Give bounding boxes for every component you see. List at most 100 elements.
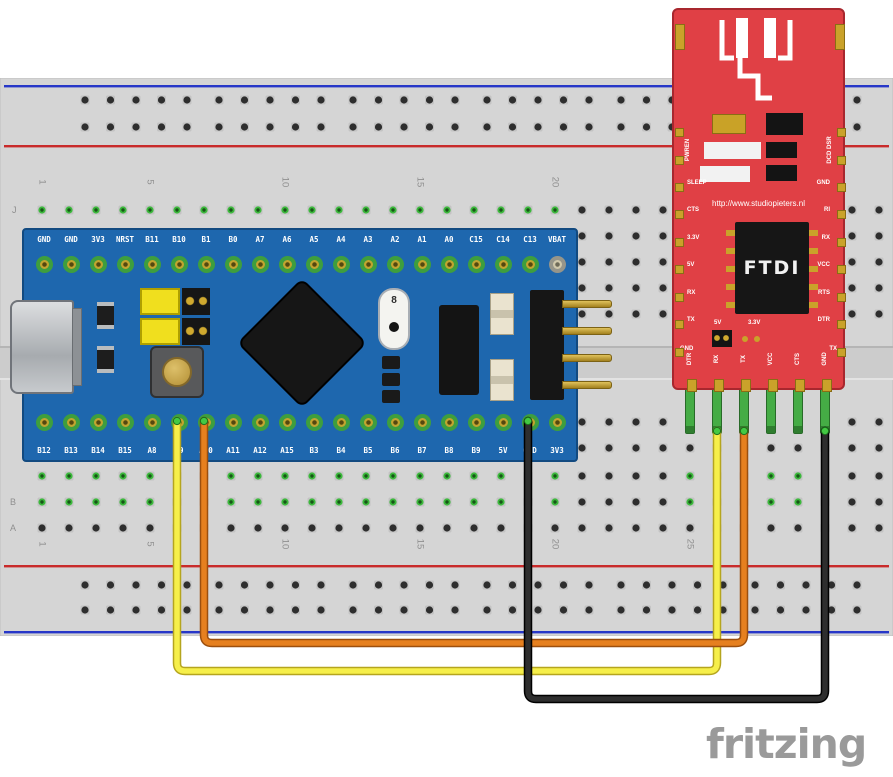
- breadboard-hole[interactable]: [659, 284, 667, 292]
- breadboard-hole[interactable]: [119, 524, 127, 532]
- breadboard-hole[interactable]: [605, 444, 613, 452]
- breadboard-hole[interactable]: [266, 123, 274, 131]
- breadboard-hole[interactable]: [425, 581, 434, 589]
- breadboard-hole[interactable]: [686, 444, 694, 452]
- breadboard-hole[interactable]: [215, 606, 223, 614]
- breadboard-hole[interactable]: [668, 606, 676, 614]
- breadboard-hole[interactable]: [559, 96, 568, 104]
- breadboard-hole[interactable]: [416, 524, 424, 532]
- breadboard-hole[interactable]: [794, 444, 802, 452]
- breadboard-hole[interactable]: [659, 498, 667, 506]
- breadboard-hole[interactable]: [659, 258, 667, 266]
- bluepill-pin-top-a5[interactable]: [305, 256, 323, 273]
- breadboard-hole[interactable]: [578, 524, 586, 532]
- breadboard-hole[interactable]: [875, 472, 883, 480]
- breadboard-hole[interactable]: [81, 96, 89, 104]
- breadboard-hole[interactable]: [497, 524, 505, 532]
- breadboard-hole[interactable]: [534, 606, 542, 614]
- breadboard-hole[interactable]: [632, 444, 640, 452]
- breadboard-hole[interactable]: [617, 96, 625, 104]
- breadboard-hole[interactable]: [605, 498, 613, 506]
- swd-pin[interactable]: [562, 300, 612, 308]
- breadboard-hole[interactable]: [848, 472, 856, 480]
- breadboard-hole[interactable]: [875, 232, 883, 240]
- breadboard-hole[interactable]: [508, 123, 517, 131]
- bluepill-pin-top-gnd[interactable]: [62, 256, 80, 273]
- bluepill-pin-top-a2[interactable]: [386, 256, 404, 273]
- bluepill-pin-top-a6[interactable]: [278, 256, 296, 273]
- bluepill-pin-top-b0[interactable]: [224, 256, 242, 273]
- breadboard-hole[interactable]: [291, 606, 300, 614]
- breadboard-hole[interactable]: [875, 206, 883, 214]
- breadboard-hole[interactable]: [559, 123, 568, 131]
- breadboard-hole[interactable]: [157, 123, 166, 131]
- breadboard-hole[interactable]: [585, 581, 593, 589]
- voltage-jumper[interactable]: [712, 330, 732, 347]
- breadboard-hole[interactable]: [686, 524, 694, 532]
- breadboard-hole[interactable]: [157, 581, 166, 589]
- ftdi-leg-cts[interactable]: [793, 387, 803, 434]
- bluepill-pin-bottom-b8[interactable]: [440, 414, 458, 431]
- breadboard-hole[interactable]: [146, 524, 154, 532]
- breadboard-hole[interactable]: [483, 96, 491, 104]
- bluepill-pin-bottom-b4[interactable]: [332, 414, 350, 431]
- bluepill-pin-top-c13[interactable]: [521, 256, 539, 273]
- bluepill-pin-bottom-b9[interactable]: [467, 414, 485, 431]
- breadboard-hole[interactable]: [483, 123, 491, 131]
- breadboard-hole[interactable]: [578, 310, 586, 318]
- breadboard-hole[interactable]: [281, 524, 289, 532]
- breadboard-hole[interactable]: [853, 96, 861, 104]
- breadboard-hole[interactable]: [291, 581, 300, 589]
- breadboard-hole[interactable]: [308, 524, 316, 532]
- breadboard-hole[interactable]: [508, 96, 517, 104]
- breadboard-hole[interactable]: [578, 284, 586, 292]
- boot0-jumper[interactable]: [140, 288, 180, 315]
- breadboard-hole[interactable]: [534, 96, 542, 104]
- breadboard-hole[interactable]: [425, 96, 434, 104]
- breadboard-hole[interactable]: [508, 581, 517, 589]
- breadboard-hole[interactable]: [875, 524, 883, 532]
- breadboard-hole[interactable]: [173, 524, 181, 532]
- breadboard-hole[interactable]: [848, 310, 856, 318]
- breadboard-hole[interactable]: [802, 581, 810, 589]
- breadboard-hole[interactable]: [227, 524, 235, 532]
- breadboard-hole[interactable]: [132, 581, 140, 589]
- breadboard-hole[interactable]: [751, 581, 759, 589]
- breadboard-hole[interactable]: [524, 524, 532, 532]
- breadboard-hole[interactable]: [157, 96, 166, 104]
- breadboard-hole[interactable]: [875, 258, 883, 266]
- breadboard-hole[interactable]: [632, 206, 640, 214]
- breadboard-hole[interactable]: [853, 123, 861, 131]
- bluepill-pin-bottom-a10[interactable]: [197, 414, 215, 431]
- breadboard-hole[interactable]: [578, 258, 586, 266]
- breadboard-hole[interactable]: [585, 606, 593, 614]
- bluepill-pin-bottom-b13[interactable]: [62, 414, 80, 431]
- breadboard-hole[interactable]: [349, 606, 357, 614]
- bluepill-pin-bottom-b7[interactable]: [413, 414, 431, 431]
- breadboard-hole[interactable]: [240, 123, 249, 131]
- bluepill-pin-top-a7[interactable]: [251, 256, 269, 273]
- bluepill-pin-bottom-b5[interactable]: [359, 414, 377, 431]
- breadboard-hole[interactable]: [605, 472, 613, 480]
- breadboard-hole[interactable]: [821, 524, 829, 532]
- breadboard-hole[interactable]: [776, 606, 785, 614]
- bluepill-pin-top-a1[interactable]: [413, 256, 431, 273]
- ftdi-header-pad-rx[interactable]: [714, 379, 724, 392]
- breadboard-hole[interactable]: [802, 606, 810, 614]
- breadboard-hole[interactable]: [821, 444, 829, 452]
- breadboard-hole[interactable]: [585, 96, 593, 104]
- bluepill-pin-bottom-a11[interactable]: [224, 414, 242, 431]
- breadboard-hole[interactable]: [585, 123, 593, 131]
- bluepill-pin-bottom-3v3[interactable]: [548, 414, 566, 431]
- bluepill-pin-bottom-b6[interactable]: [386, 414, 404, 431]
- breadboard-hole[interactable]: [642, 606, 651, 614]
- swd-pin[interactable]: [562, 381, 612, 389]
- breadboard-hole[interactable]: [848, 418, 856, 426]
- ftdi-header-pad-gnd[interactable]: [822, 379, 832, 392]
- breadboard-hole[interactable]: [349, 581, 357, 589]
- breadboard-hole[interactable]: [374, 581, 383, 589]
- breadboard-hole[interactable]: [215, 581, 223, 589]
- breadboard-hole[interactable]: [451, 96, 459, 104]
- breadboard-hole[interactable]: [668, 581, 676, 589]
- breadboard-hole[interactable]: [81, 123, 89, 131]
